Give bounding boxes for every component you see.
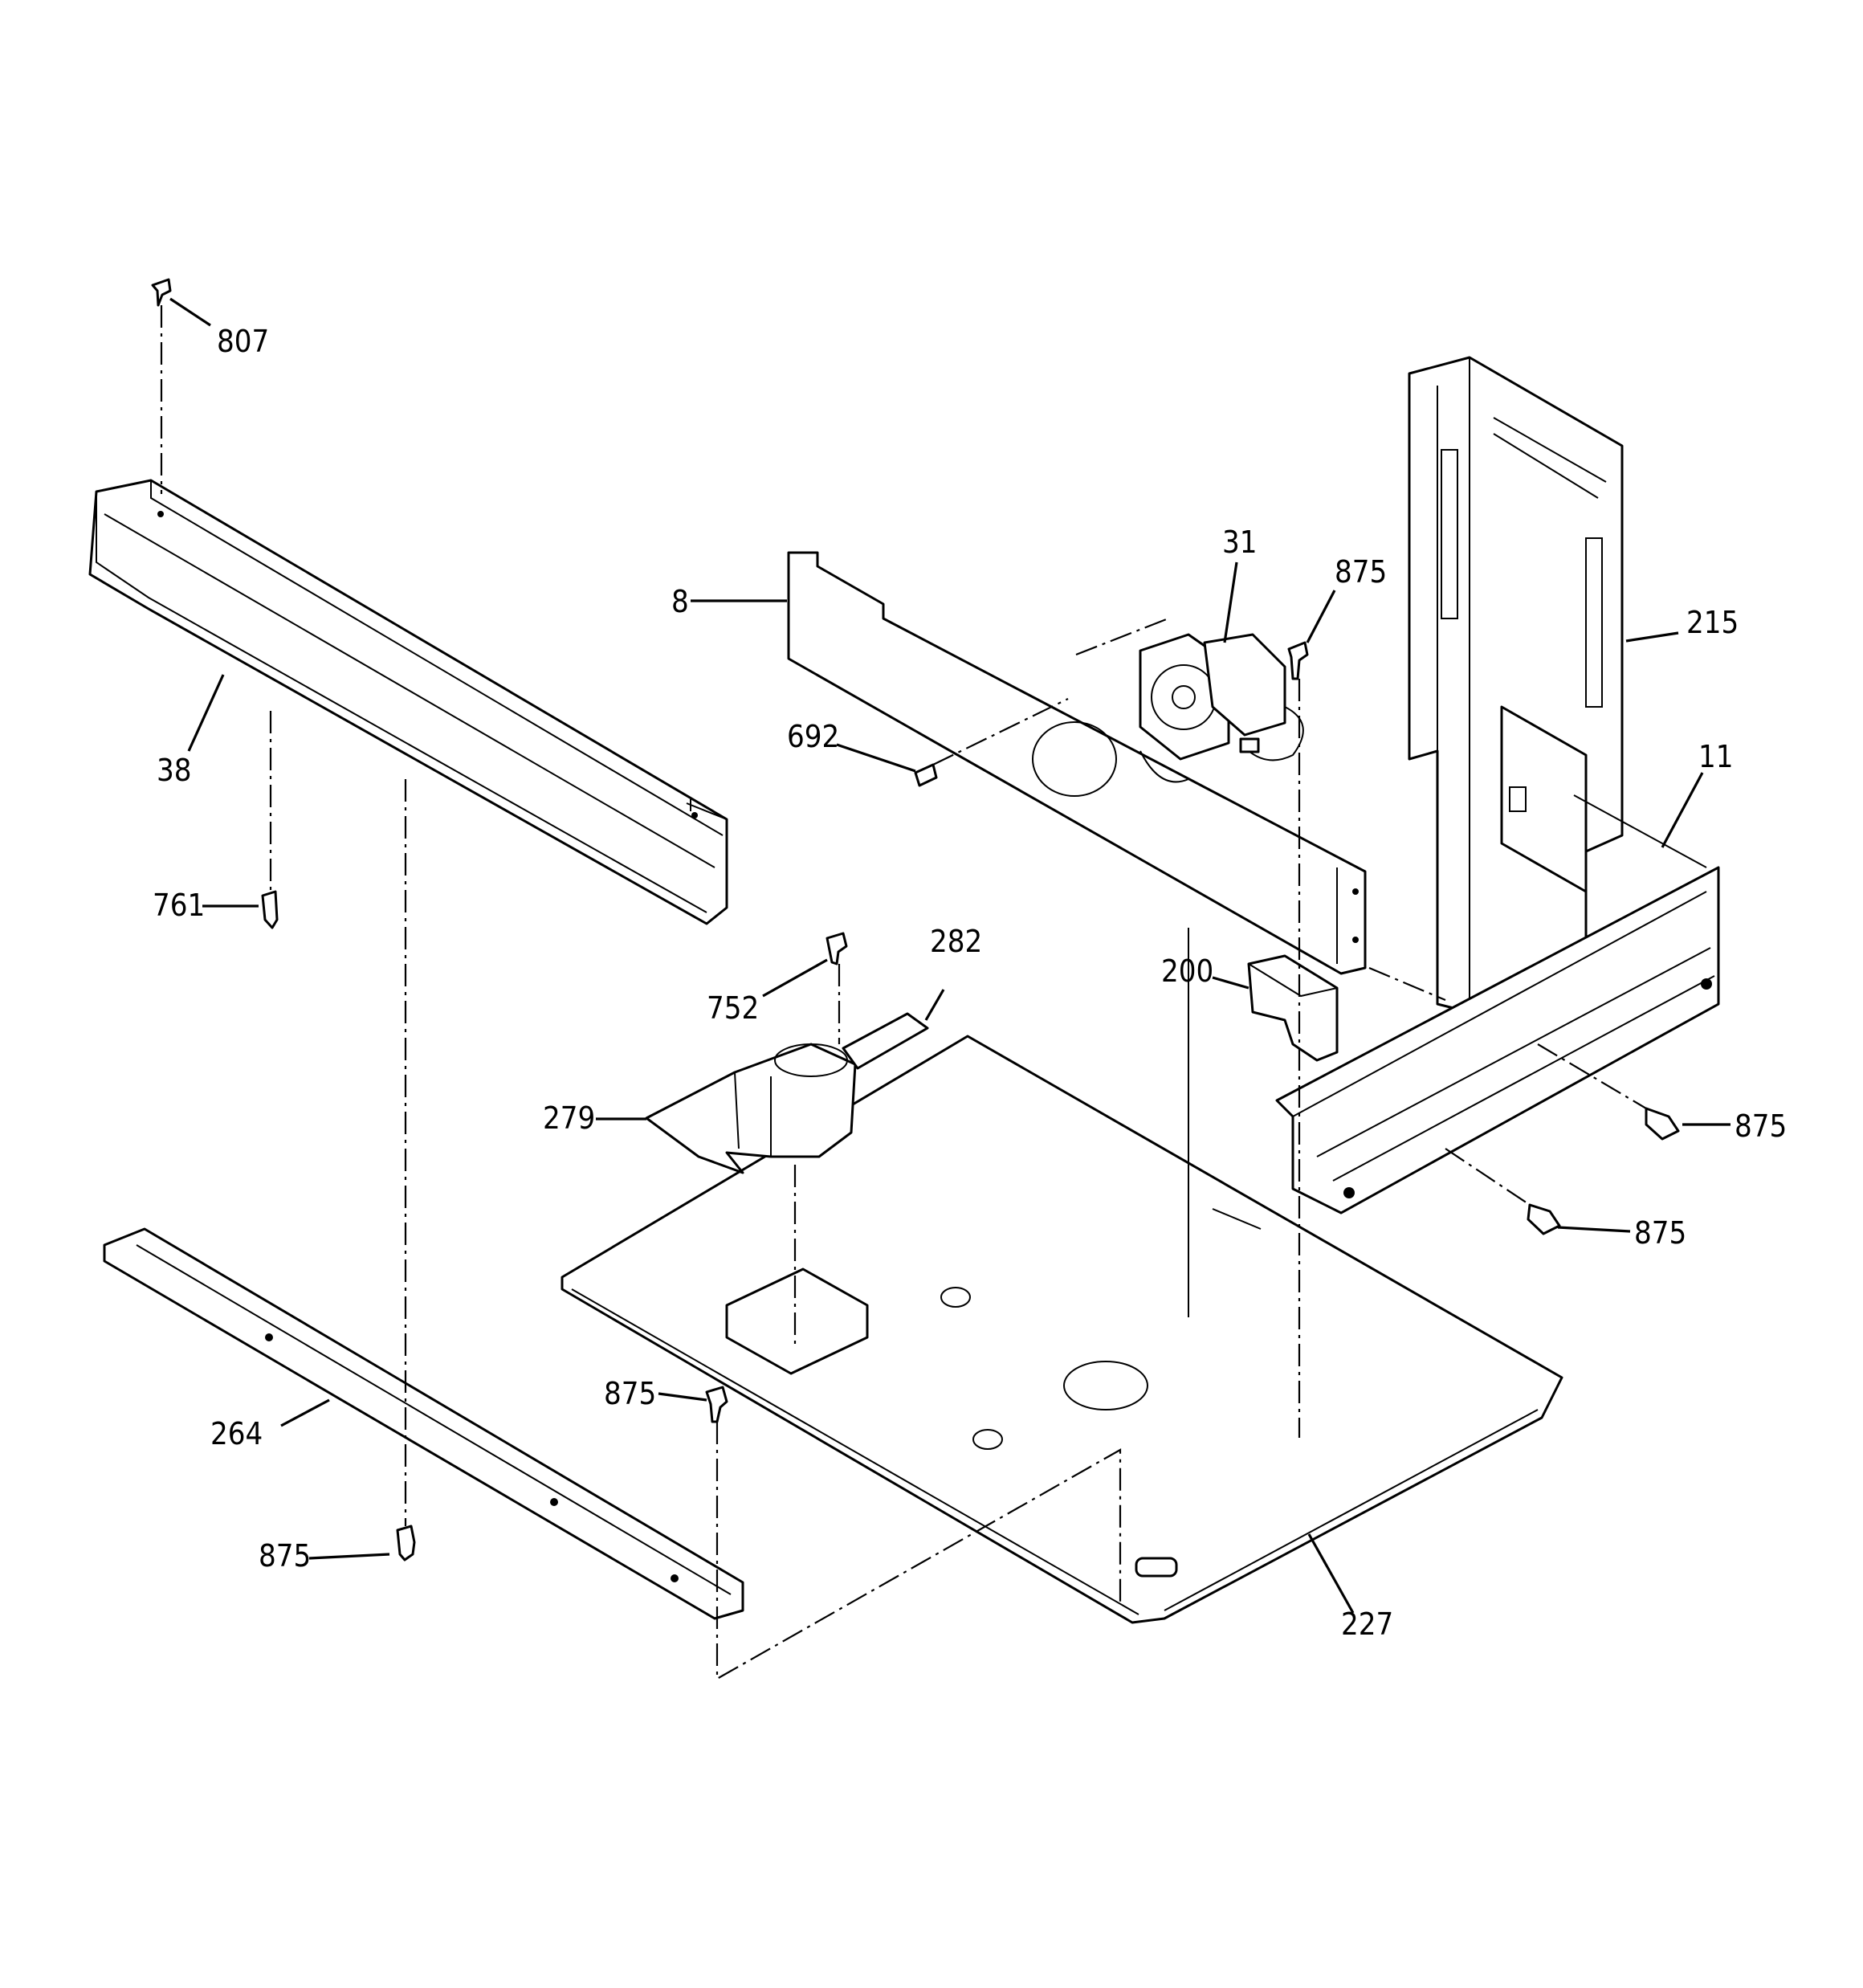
callout-692: 692 xyxy=(787,719,839,754)
callout-875-top: 875 xyxy=(1335,554,1387,590)
leader-lines xyxy=(169,297,1731,1614)
screw-875-right-lower xyxy=(1527,1203,1561,1235)
callout-labels: 807 38 761 8 31 875 215 692 11 282 200 7… xyxy=(153,324,1787,1642)
screw-807 xyxy=(151,278,172,307)
screw-875-bottom xyxy=(396,1525,416,1561)
fan-assembly-31 xyxy=(1139,633,1304,761)
screw-692 xyxy=(914,763,938,787)
duct-279 xyxy=(645,1043,857,1174)
screw-761 xyxy=(261,890,279,929)
guide-lines xyxy=(160,305,1647,1680)
callout-31: 31 xyxy=(1222,525,1258,560)
base-plate-227 xyxy=(561,928,1563,1624)
side-bracket-215 xyxy=(1408,356,1624,1014)
callout-761: 761 xyxy=(153,888,205,923)
callout-752: 752 xyxy=(707,990,759,1026)
small-duct-282 xyxy=(842,1012,929,1070)
callout-227: 227 xyxy=(1341,1606,1393,1642)
callout-215: 215 xyxy=(1686,605,1739,640)
screw-875-middle xyxy=(705,1386,728,1423)
screw-875-right-upper xyxy=(1645,1107,1680,1141)
callout-8: 8 xyxy=(671,584,689,619)
callout-200: 200 xyxy=(1161,953,1213,989)
trim-panel-38 xyxy=(88,479,728,925)
callout-11: 11 xyxy=(1698,739,1734,774)
callout-875-bottom: 875 xyxy=(259,1538,311,1574)
callout-875-right-lower: 875 xyxy=(1634,1215,1686,1251)
screw-875-top xyxy=(1287,641,1309,680)
callout-807: 807 xyxy=(217,324,269,359)
foam-block-200 xyxy=(1247,954,1339,1062)
front-bracket-11 xyxy=(1275,794,1720,1214)
callout-282: 282 xyxy=(930,924,982,959)
screw-752 xyxy=(826,932,848,965)
callout-38: 38 xyxy=(157,753,192,788)
callout-875-middle: 875 xyxy=(604,1376,656,1411)
back-panel-8 xyxy=(787,551,1367,975)
callout-875-right-upper: 875 xyxy=(1735,1108,1787,1144)
vent-slots xyxy=(1441,449,1603,708)
bottom-strip-264 xyxy=(103,1227,744,1620)
callout-264: 264 xyxy=(210,1416,263,1451)
callout-279: 279 xyxy=(543,1100,595,1136)
